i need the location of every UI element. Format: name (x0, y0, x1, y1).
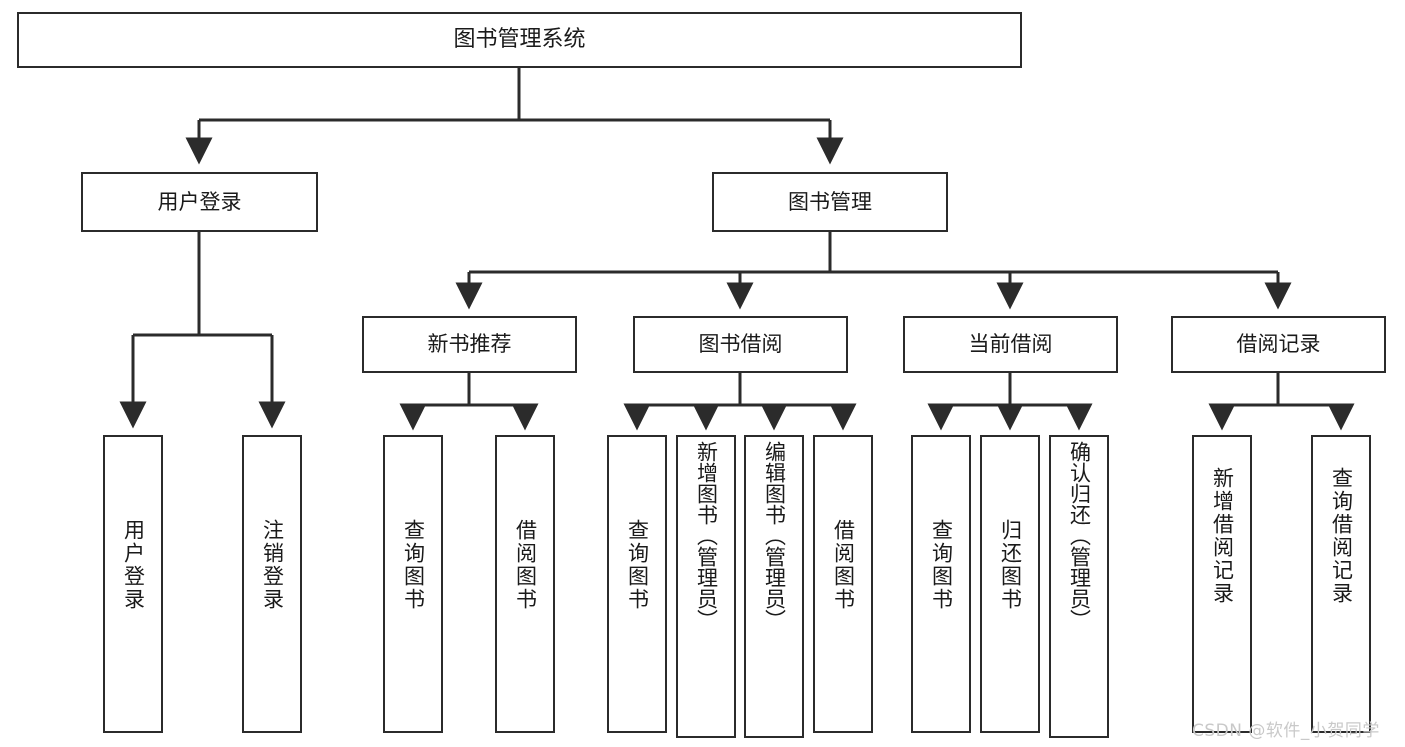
node-leaf-return-book-label: 归还图书 (998, 519, 1023, 611)
node-book-borrow[interactable]: 图书借阅 (633, 316, 848, 373)
node-leaf-borrow-book-1-label: 借阅图书 (513, 519, 538, 611)
node-leaf-query-book-1[interactable]: 查询图书 (383, 435, 443, 733)
csdn-watermark: CSDN @软件_小贺同学 (1192, 721, 1380, 741)
node-book-borrow-label: 图书借阅 (698, 332, 783, 357)
node-leaf-add-record[interactable]: 新增借阅记录 (1192, 435, 1252, 733)
node-leaf-user-login-label: 用户登录 (121, 519, 146, 611)
node-leaf-return-book[interactable]: 归还图书 (980, 435, 1040, 733)
node-leaf-query-record[interactable]: 查询借阅记录 (1311, 435, 1371, 733)
node-leaf-query-book-3[interactable]: 查询图书 (911, 435, 971, 733)
node-current-borrow[interactable]: 当前借阅 (903, 316, 1118, 373)
node-leaf-add-record-label: 新增借阅记录 (1210, 467, 1235, 605)
node-leaf-edit-book-label: 编辑图书（管理员） (762, 441, 787, 630)
node-leaf-query-book-2[interactable]: 查询图书 (607, 435, 667, 733)
node-leaf-confirm-return[interactable]: 确认归还（管理员） (1049, 435, 1109, 738)
node-book-management[interactable]: 图书管理 (712, 172, 948, 232)
node-leaf-query-book-2-label: 查询图书 (625, 519, 650, 611)
node-book-management-label: 图书管理 (788, 189, 872, 214)
node-leaf-query-book-1-label: 查询图书 (401, 519, 426, 611)
node-leaf-user-login[interactable]: 用户登录 (103, 435, 163, 733)
node-leaf-edit-book[interactable]: 编辑图书（管理员） (744, 435, 804, 738)
node-leaf-borrow-book-2-label: 借阅图书 (831, 519, 856, 611)
node-leaf-borrow-book-2[interactable]: 借阅图书 (813, 435, 873, 733)
node-leaf-query-record-label: 查询借阅记录 (1329, 467, 1354, 605)
node-user-login[interactable]: 用户登录 (81, 172, 318, 232)
node-current-borrow-label: 当前借阅 (968, 332, 1053, 357)
node-leaf-logout-login-label: 注销登录 (260, 519, 285, 611)
node-borrow-record-label: 借阅记录 (1236, 332, 1321, 357)
node-leaf-add-book[interactable]: 新增图书（管理员） (676, 435, 736, 738)
node-leaf-logout-login[interactable]: 注销登录 (242, 435, 302, 733)
node-new-book-recommend[interactable]: 新书推荐 (362, 316, 577, 373)
node-leaf-query-book-3-label: 查询图书 (929, 519, 954, 611)
node-user-login-label: 用户登录 (157, 189, 242, 214)
node-root[interactable]: 图书管理系统 (17, 12, 1022, 68)
node-leaf-confirm-return-label: 确认归还（管理员） (1067, 441, 1092, 630)
node-new-book-recommend-label: 新书推荐 (427, 332, 512, 357)
node-leaf-borrow-book-1[interactable]: 借阅图书 (495, 435, 555, 733)
node-root-label: 图书管理系统 (453, 27, 586, 53)
node-leaf-add-book-label: 新增图书（管理员） (694, 441, 719, 630)
node-borrow-record[interactable]: 借阅记录 (1171, 316, 1386, 373)
